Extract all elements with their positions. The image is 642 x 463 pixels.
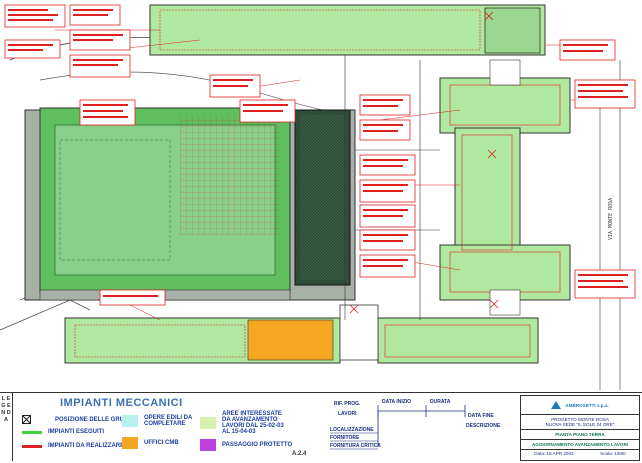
subject: AGGIORNAMENTO AVANZAMENTO LAVORI xyxy=(531,442,629,447)
legend-item-passage: PASSAGGIO PROTETTO xyxy=(200,439,292,451)
street-label: VIA MONTE ROSA xyxy=(608,198,614,240)
sheet-code: A.2.4 xyxy=(292,451,307,457)
title-block: AMBROSETTI s.p.a. PROGETTO MONTE ROSA NU… xyxy=(520,395,640,461)
cmb-offices xyxy=(247,319,334,361)
legend-item-works: OPERE EDILI DA COMPLETARE xyxy=(122,415,202,427)
company-name: AMBROSETTI s.p.a. xyxy=(565,402,609,408)
floor-plan: VIA MONTE ROSA xyxy=(0,4,636,390)
legend-item-cmb: UFFICI CMB xyxy=(122,437,179,449)
schedule-key: RIF. PROG. LAVORI DATA INIZIO DURATA DAT… xyxy=(330,399,501,450)
legend-item-installed: IMPIANTI ESEGUITI xyxy=(22,429,104,435)
plan-name: PIANTA PIANO TERRA xyxy=(555,432,605,437)
drawing-scale: Scala: 1/500 xyxy=(600,451,626,456)
company-logo-icon xyxy=(551,401,562,409)
legend-title: IMPIANTI MECCANICI xyxy=(60,397,183,409)
legend-item-progress: AREE INTERESSATE DA AVANZAMENTO LAVORI D… xyxy=(200,411,290,435)
north-wing xyxy=(149,4,546,56)
east-wing xyxy=(439,59,571,316)
drawing-date: Data: 15 APR 2003 xyxy=(534,451,574,456)
crane-position-icon xyxy=(22,415,31,424)
legend-vertical-label: L E G E N D A xyxy=(0,393,13,461)
legend-item-to-build: IMPIANTI DA REALIZZARE xyxy=(22,443,124,449)
project-name: PROGETTO MONTE ROSA xyxy=(551,417,609,422)
crane-position-icon xyxy=(349,11,499,314)
project-subtitle: NUOVA SEDE "IL SOLE 24 ORE" xyxy=(545,422,615,427)
legend-item-crane: POSIZIONE DELLE GRU xyxy=(22,415,124,424)
legend-panel: L E G E N D A IMPIANTI MECCANICI POSIZIO… xyxy=(0,392,642,463)
south-wing xyxy=(64,304,539,364)
